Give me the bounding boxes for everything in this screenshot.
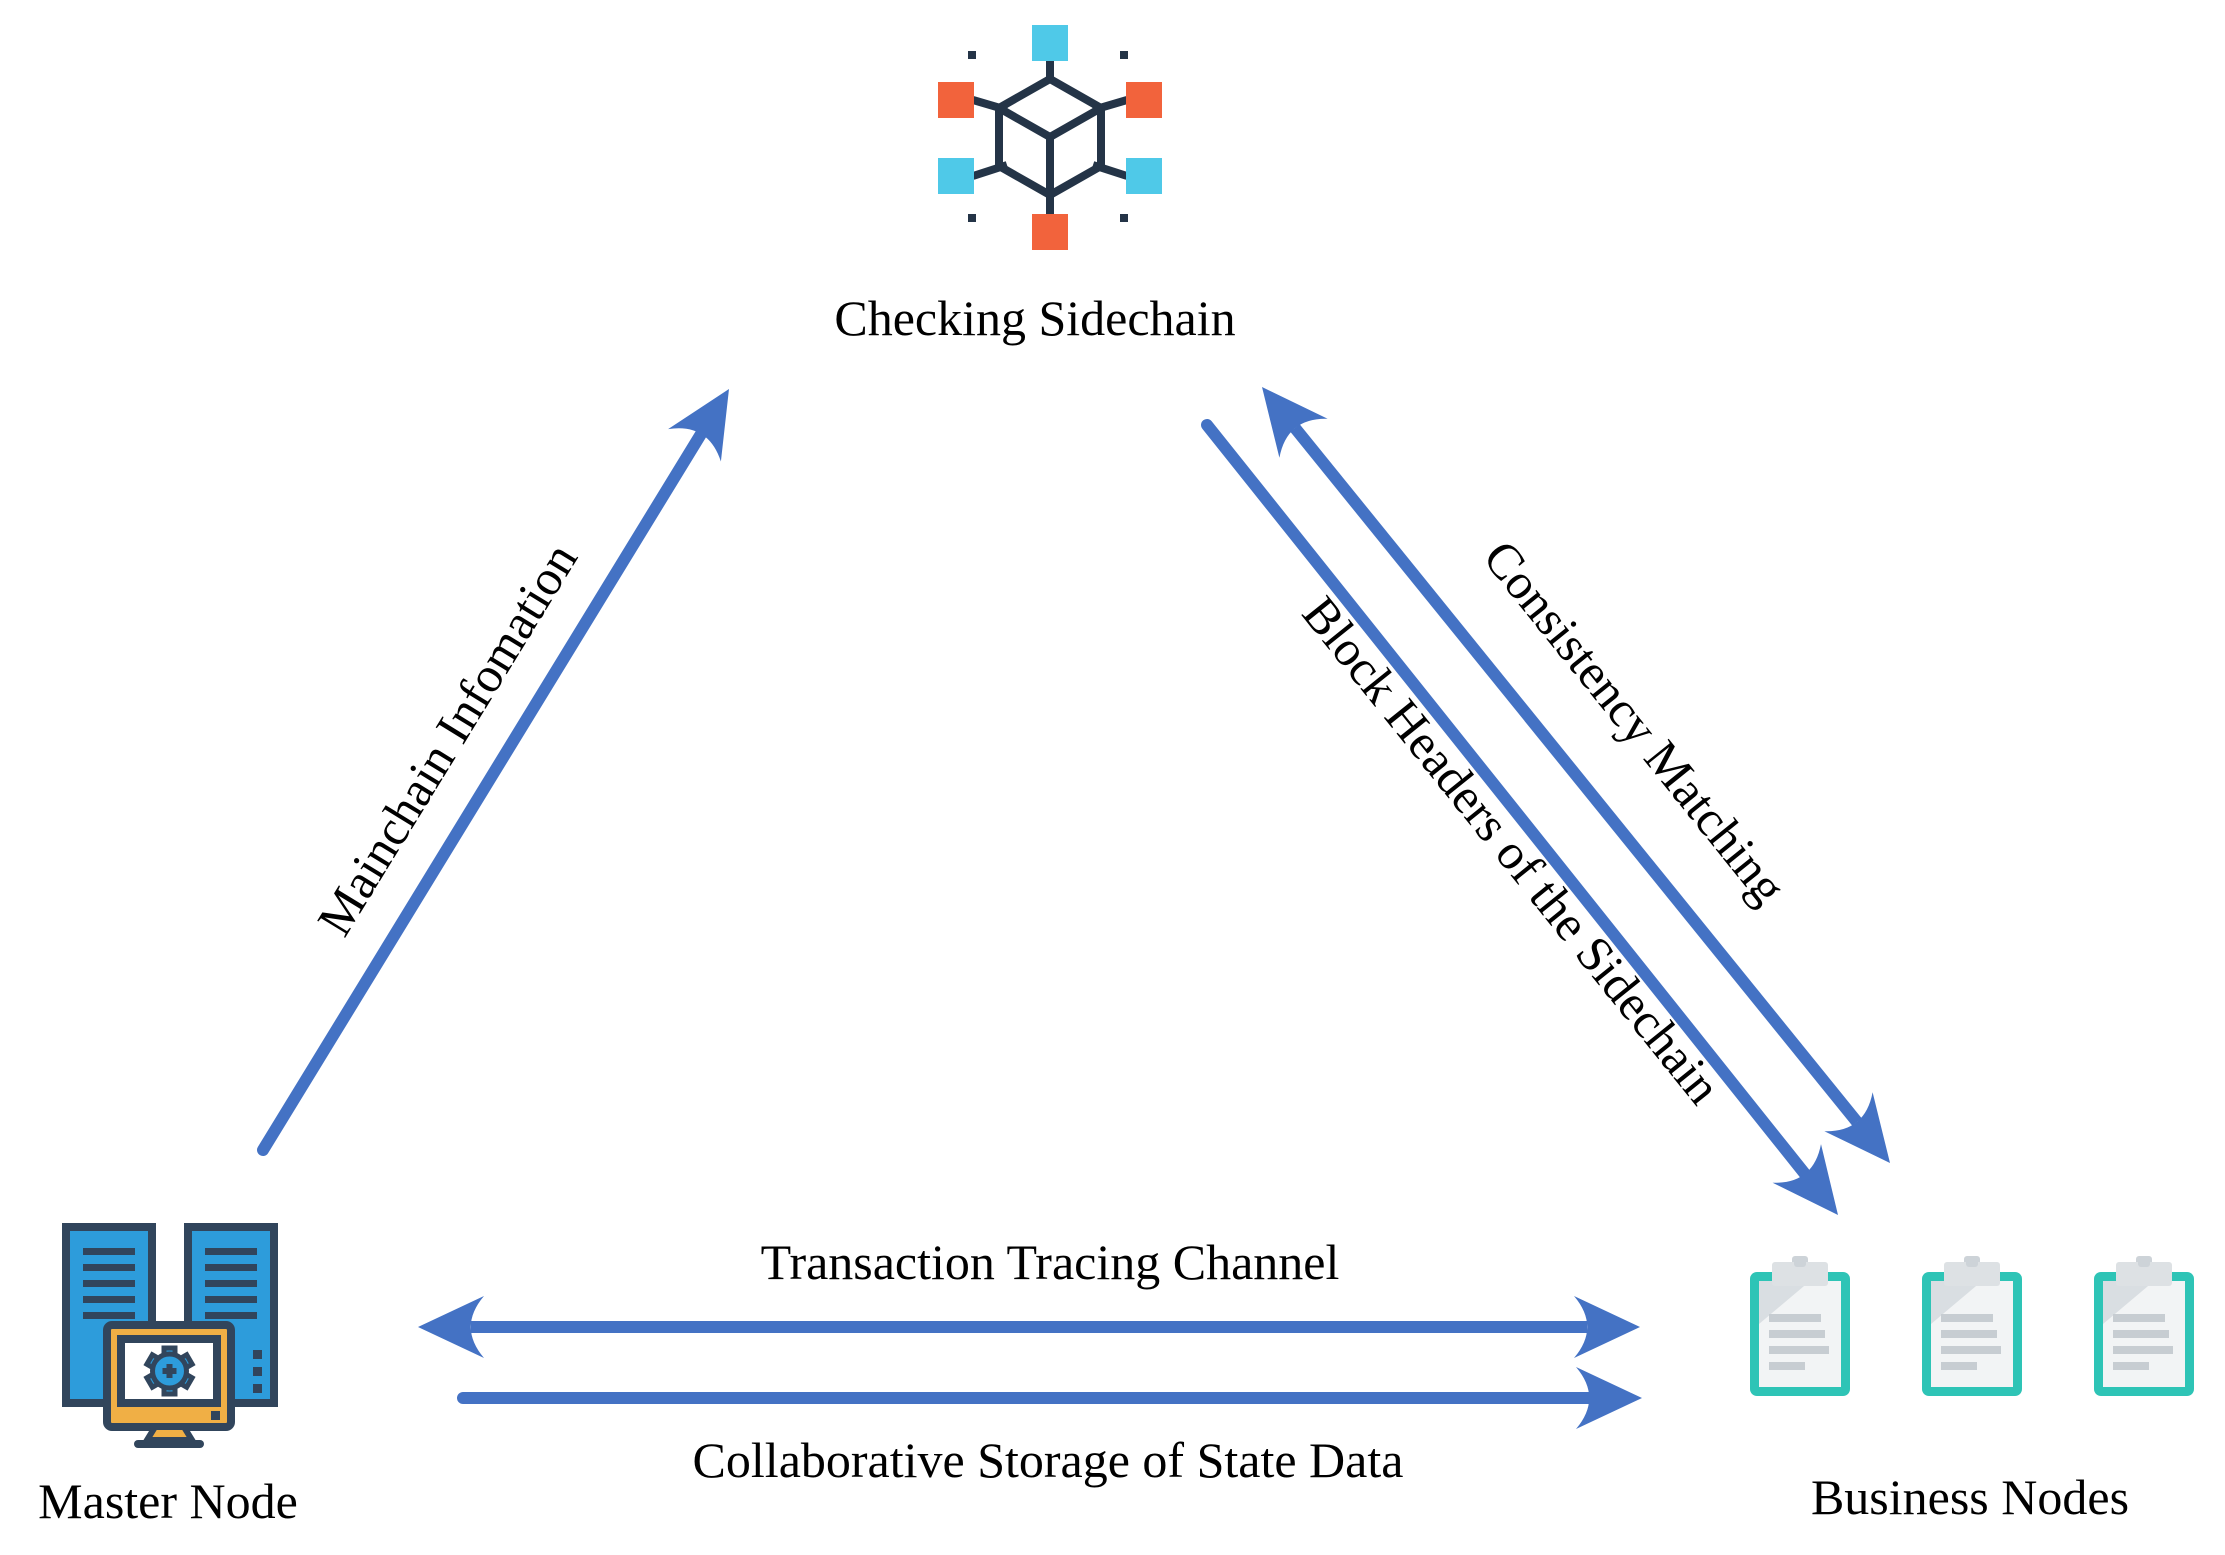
arrow-collaborative-storage xyxy=(457,1367,1642,1429)
collaborative-storage-label: Collaborative Storage of State Data xyxy=(692,1432,1404,1488)
transaction-tracing-label: Transaction Tracing Channel xyxy=(760,1234,1340,1290)
gear-icon xyxy=(143,1345,196,1397)
clipboard-icon xyxy=(1922,1256,2022,1396)
business-nodes-label: Business Nodes xyxy=(1810,1469,2130,1525)
server-towers-monitor-gear-icon xyxy=(62,1223,278,1448)
arrow-mainchain-information xyxy=(257,389,729,1156)
clipboard-icon xyxy=(2094,1256,2194,1396)
clipboard-icon xyxy=(1750,1256,1850,1396)
checking-sidechain-label: Checking Sidechain xyxy=(834,290,1236,346)
server-vents xyxy=(83,1248,262,1393)
arrow-transaction-tracing xyxy=(418,1296,1640,1358)
arrow-block-headers xyxy=(1201,419,1838,1215)
monitor-base xyxy=(134,1440,204,1448)
monitor-stand xyxy=(141,1424,198,1443)
cube-node-blocks xyxy=(938,25,1162,250)
master-node-label: Master Node xyxy=(38,1473,298,1529)
business-nodes-icon-group xyxy=(1748,1256,2196,1398)
arrow-consistency-matching xyxy=(1262,387,1890,1163)
paper-lines xyxy=(1769,1314,1829,1370)
blockchain-cube-icon xyxy=(938,25,1162,250)
